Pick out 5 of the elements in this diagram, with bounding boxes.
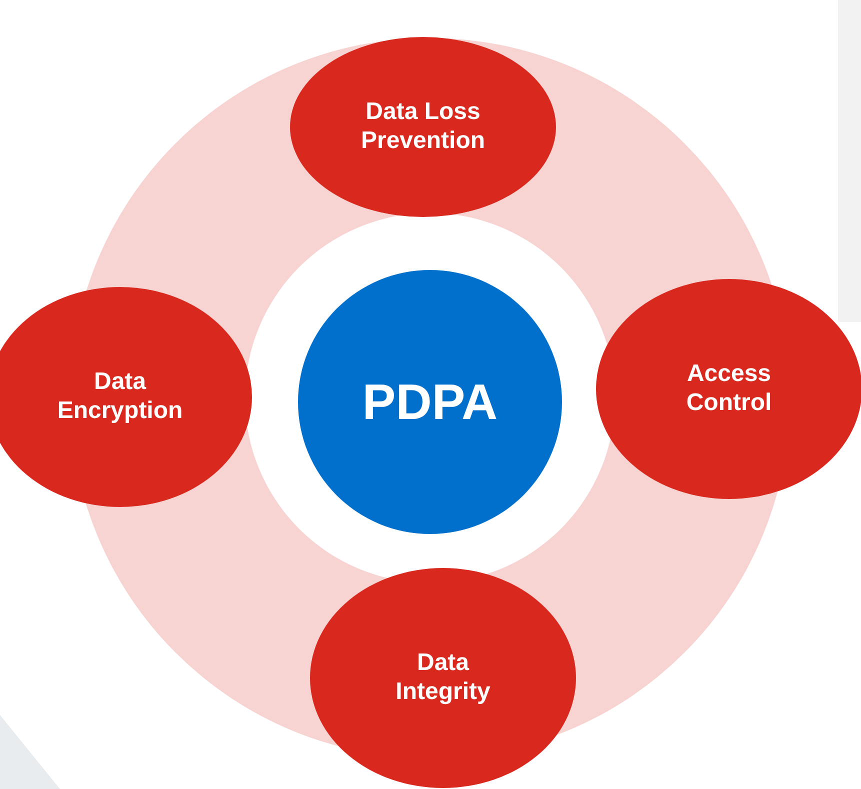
node-label: Data Encryption [56, 368, 184, 426]
node-label: Access Control [685, 360, 773, 418]
node-label: PDPA [362, 373, 498, 432]
node-label: Data Loss Prevention [360, 98, 486, 156]
node-label: Data Integrity [394, 649, 492, 707]
